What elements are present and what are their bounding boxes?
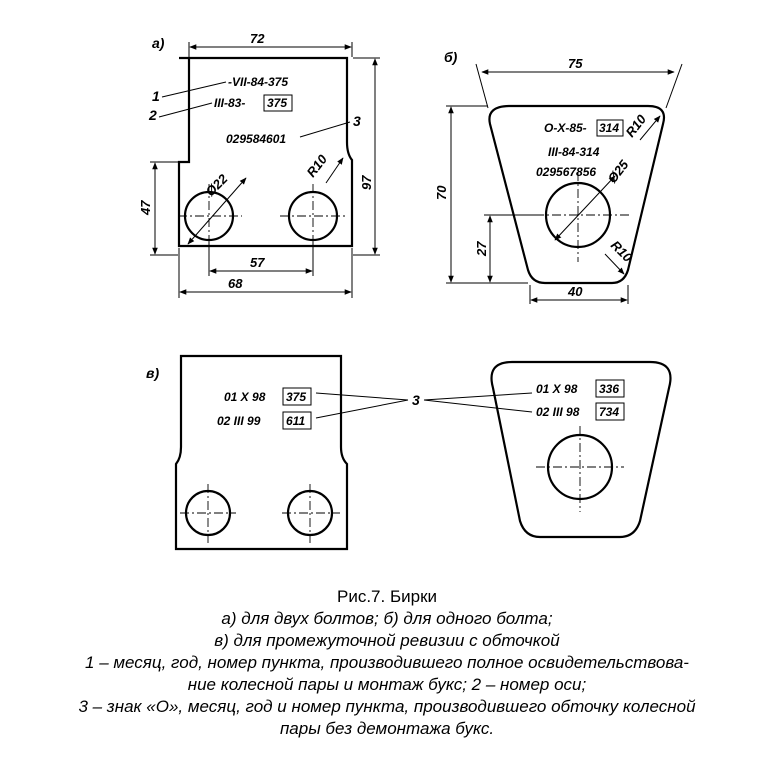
callout-3-a: 3 (353, 113, 361, 129)
panel-b-dim-height: 70 (434, 185, 449, 200)
panel-a-dim-radius: R10 (304, 151, 331, 180)
panel-v-right-line1-box: 336 (599, 382, 619, 396)
panel-label-a: a) (152, 35, 165, 51)
panel-a-serial: 029584601 (226, 132, 286, 146)
panel-a-dim-hole-dia: Ø22 (203, 171, 232, 200)
panel-v-left-line2-box: 611 (286, 414, 305, 428)
panel-b-mark-line1-box: 314 (599, 121, 619, 135)
panel-a-dim-width-top: 72 (250, 31, 265, 46)
callout-3-v: 3 (412, 392, 420, 408)
panel-v-right-line1-prefix: 01 X 98 (536, 382, 578, 396)
caption-line-3: 1 – месяц, год, номер пункта, производив… (85, 653, 689, 672)
panel-v-right-line2-box: 734 (599, 405, 619, 419)
panel-b: б) 75 40 70 27 R10 R10 Ø25 (434, 49, 683, 304)
panel-b-mark-line2: III-84-314 (548, 145, 600, 159)
callout-2: 2 (148, 107, 157, 123)
panel-a: a) 72 68 57 47 97 (138, 31, 380, 298)
panel-a-dim-height-left: 47 (138, 200, 153, 216)
panel-b-dim-width-top: 75 (568, 56, 583, 71)
caption-line-4: ние колесной пары и монтаж букс; 2 – ном… (187, 675, 587, 694)
panel-a-dim-hole-spacing: 57 (250, 255, 265, 270)
panel-b-outline (488, 104, 666, 285)
panel-label-v: в) (146, 365, 159, 381)
caption-title: Рис.7. Бирки (337, 587, 437, 606)
caption-line-2: в) для промежуточной ревизии с обточкой (214, 631, 560, 650)
panel-b-dim-hole-height: 27 (474, 241, 489, 257)
panel-a-outline (177, 56, 354, 248)
panel-b-mark-box (596, 119, 624, 137)
panel-v-left-box1 (282, 387, 312, 406)
panel-v-right-line2-prefix: 02 III 98 (536, 405, 580, 419)
panel-a-dim-width-bottom: 68 (228, 276, 243, 291)
panel-a-mark-box (263, 94, 293, 112)
panel-label-b: б) (444, 49, 458, 65)
panel-v-right-box2 (595, 402, 625, 421)
callout-1: 1 (152, 88, 160, 104)
panel-v-right-box1 (595, 379, 625, 398)
figure-caption: Рис.7. Бирки а) для двух болтов; б) для … (0, 586, 774, 740)
panel-b-mark-line1-prefix: O-X-85- (544, 121, 587, 135)
panel-v-left-line2-prefix: 02 III 99 (217, 414, 261, 428)
panel-v-left: в) 01 X 98 375 02 III 99 611 (146, 354, 349, 551)
panel-a-mark-line2-prefix: III-83- (214, 96, 245, 110)
callout-3-shared: 3 (315, 392, 533, 419)
panel-v-left-outline (174, 354, 349, 551)
caption-line-5: 3 – знак «О», месяц, год и номер пункта,… (78, 697, 696, 716)
panel-a-mark-line1: -VII-84-375 (228, 75, 288, 89)
panel-b-serial: 029567856 (536, 165, 596, 179)
panel-a-hole-right (287, 190, 339, 242)
panel-v-left-line1-prefix: 01 X 98 (224, 390, 266, 404)
caption-line-6: пары без демонтажа букс. (279, 719, 495, 738)
panel-v-left-box2 (282, 411, 312, 430)
panel-v-right: 01 X 98 336 02 III 98 734 (490, 360, 672, 539)
panel-v-right-outline (490, 360, 672, 539)
panel-b-dim-hole-dia: Ø25 (605, 157, 632, 186)
panel-v-left-line1-box: 375 (286, 390, 306, 404)
panel-b-dim-radius-top: R10 (623, 111, 650, 140)
panel-a-mark-line2-box: 375 (267, 96, 287, 110)
panel-b-dim-width-bottom: 40 (567, 284, 583, 299)
caption-line-1: а) для двух болтов; б) для одного болта; (221, 609, 553, 628)
panel-a-dim-height-right: 97 (359, 175, 374, 190)
